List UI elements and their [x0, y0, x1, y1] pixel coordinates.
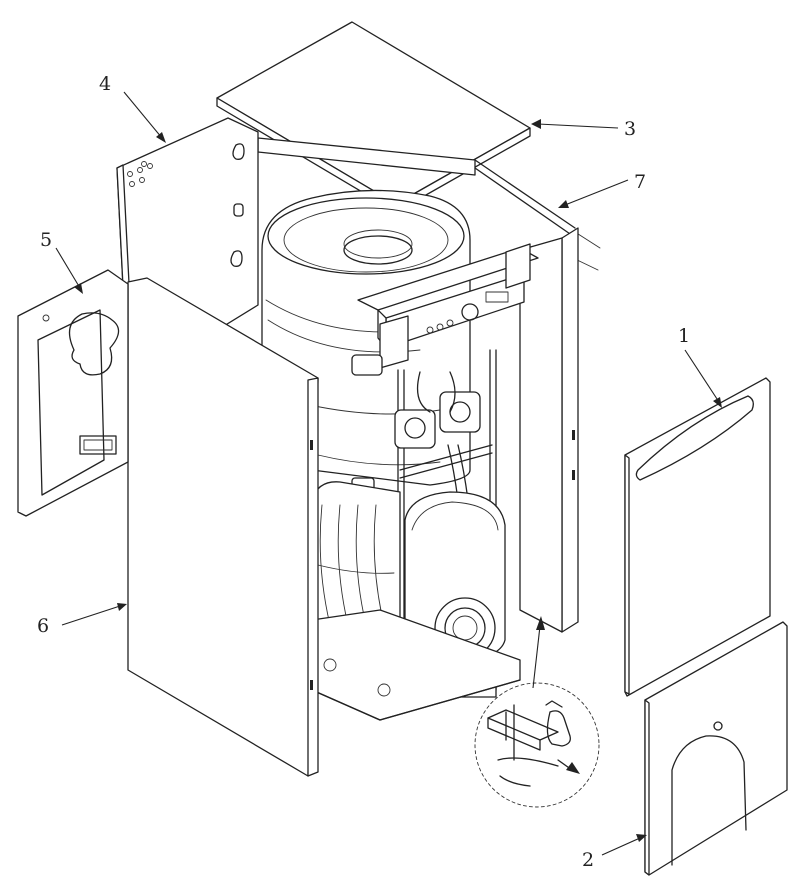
insertion-arrow [532, 616, 545, 689]
leader-lines [55, 91, 722, 856]
right-side-panel [519, 227, 579, 633]
front-upper-panel [624, 377, 771, 697]
label-part-7: 7 [634, 171, 646, 193]
front-lower-panel [644, 621, 788, 876]
label-part-3: 3 [624, 118, 636, 140]
left-side-panel [127, 277, 319, 777]
clip-removal-detail-inset [474, 682, 600, 808]
label-part-6: 6 [37, 615, 49, 637]
label-part-1: 1 [678, 325, 690, 347]
part-labels: 4 3 7 5 1 6 2 [37, 73, 690, 871]
top-cover-panel [216, 21, 531, 213]
control-panel [357, 243, 539, 369]
label-part-4: 4 [99, 73, 111, 95]
label-part-5: 5 [40, 229, 52, 251]
rear-inner-panel [17, 269, 129, 517]
label-part-2: 2 [582, 849, 594, 871]
